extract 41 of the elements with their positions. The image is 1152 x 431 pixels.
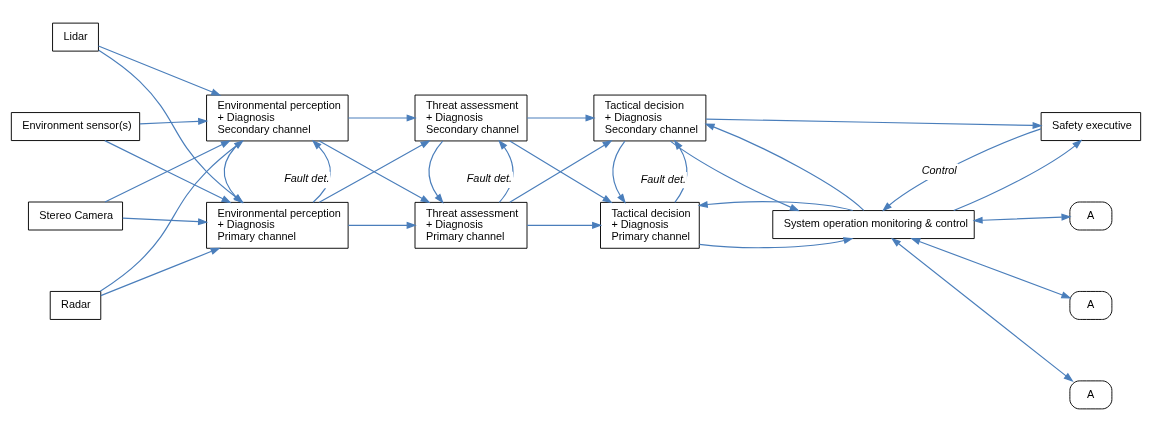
arrow xyxy=(526,113,596,122)
arrow xyxy=(526,221,603,229)
arrow xyxy=(698,236,854,248)
edge-label: Fault det. xyxy=(640,172,686,185)
node-box: Threat assessment + Diagnosis Primary channel xyxy=(414,201,528,249)
node-box: A xyxy=(1069,379,1113,409)
arrow xyxy=(347,221,417,229)
node-box: A xyxy=(1069,201,1113,230)
node-box: Safety executive xyxy=(1040,111,1142,141)
node-box: Environment sensor(s) xyxy=(10,111,141,141)
node-box: Environmental perception + Diagnosis Secondary channel xyxy=(206,94,349,141)
node-box: Radar xyxy=(49,290,102,320)
arrow xyxy=(100,247,221,296)
node-box: Stereo Camera xyxy=(27,201,124,230)
arrow xyxy=(139,117,209,125)
arrow xyxy=(311,139,331,203)
arrow xyxy=(704,122,865,211)
arrow xyxy=(881,127,1042,212)
node-box: Tactical decision + Diagnosis Secondary channel xyxy=(593,94,707,141)
arrow xyxy=(318,139,431,203)
arrow xyxy=(509,139,613,203)
edge-label: Fault det. xyxy=(466,171,513,184)
arrow xyxy=(428,139,444,204)
arrow xyxy=(910,237,1072,298)
arrow xyxy=(705,118,1043,129)
arrow xyxy=(972,213,1072,224)
arrow xyxy=(122,217,209,225)
edge-label: Fault det. xyxy=(284,171,330,184)
arrow xyxy=(97,45,222,96)
node-box: Environmental perception + Diagnosis Primary channel xyxy=(206,201,349,249)
node-box: Threat assessment + Diagnosis Secondary channel xyxy=(414,94,528,141)
node-box: System operation monitoring & control xyxy=(772,209,975,239)
arrow xyxy=(347,113,417,122)
arrow xyxy=(890,237,1074,382)
arrow xyxy=(612,139,626,204)
edge-label: Control xyxy=(921,163,957,176)
arrow xyxy=(953,138,1083,211)
node-box: Tactical decision + Diagnosis Primary channel xyxy=(600,201,700,249)
node-box: Lidar xyxy=(52,22,99,52)
arrow xyxy=(697,200,854,211)
node-box: A xyxy=(1069,290,1113,320)
